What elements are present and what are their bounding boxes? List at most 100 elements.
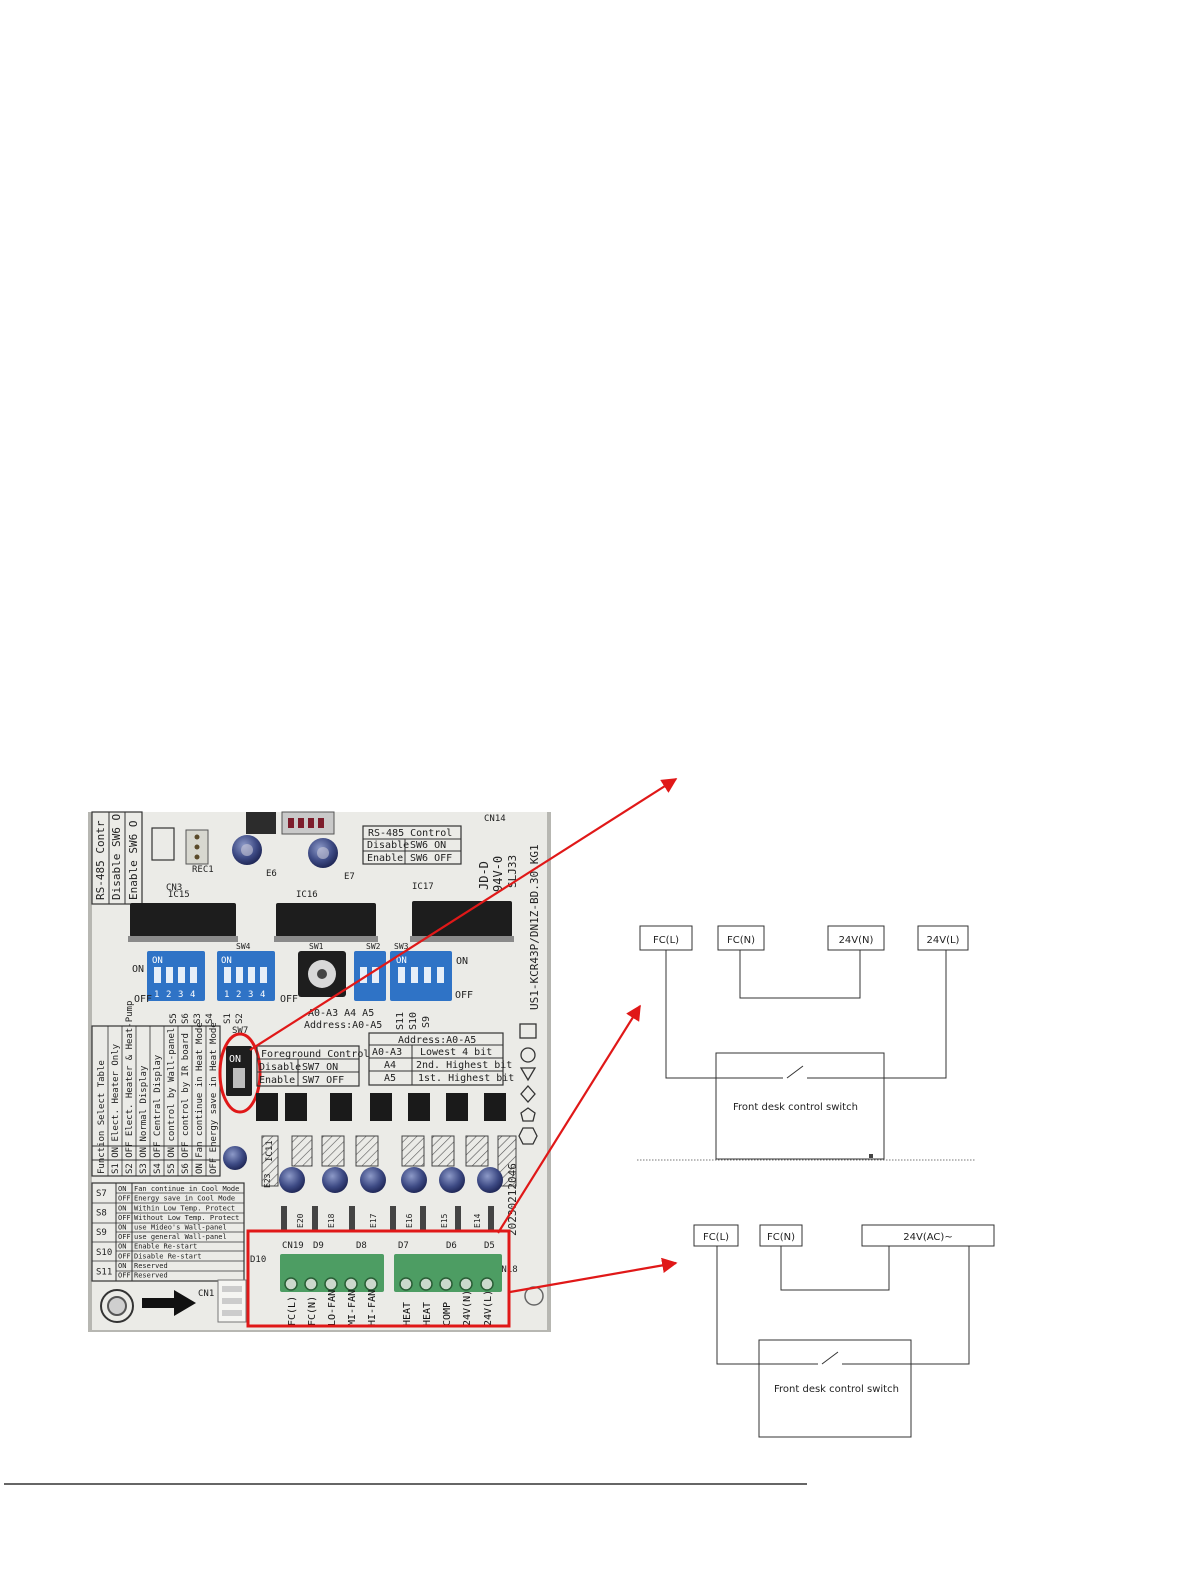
- terminal-fc-n: FC(N): [759, 1224, 803, 1247]
- sw7-switch: ON: [218, 1032, 262, 1114]
- cn18-label: CN18: [496, 1265, 518, 1275]
- svg-text:4: 4: [190, 990, 195, 1000]
- dip-switch-sw2: SW2: [354, 942, 386, 1001]
- terminal-label: COMP: [442, 1302, 453, 1326]
- mounting-hole: [100, 1289, 134, 1323]
- svg-text:SW1: SW1: [309, 942, 324, 951]
- rs485-control-table: CN14 RS-485 Control Disable SW6 ON Enabl…: [362, 814, 506, 865]
- control-switch-box: [715, 1052, 885, 1160]
- e-label: E20: [296, 1213, 305, 1228]
- board-id: US1-KCR43P/DN1Z-BD.30.KG1: [528, 844, 541, 1010]
- off-label-right: OFF: [455, 990, 473, 1001]
- wire-fcn-24vac: [780, 1246, 890, 1291]
- terminal-fc-n: FC(N): [717, 925, 765, 951]
- terminal-24v-l: 24V(L): [917, 925, 969, 951]
- rs485-side-title: RS-485 Contr: [94, 820, 107, 900]
- function-vert-row: S3 ON Normal Display: [139, 1065, 149, 1174]
- rating-mark: 94V-0: [491, 856, 505, 892]
- on-label-right: ON: [456, 956, 468, 967]
- terminal-label: 24V(L): [483, 1290, 494, 1326]
- sw7-highlight-circle: [218, 1032, 262, 1114]
- function-row-desc: Reserved: [134, 1262, 168, 1270]
- function-row-desc: Enable Re-start: [134, 1243, 197, 1251]
- terminal-24v-n: 24V(N): [827, 925, 885, 951]
- svg-text:24V(N): 24V(N): [839, 935, 874, 946]
- svg-text:SW4: SW4: [236, 942, 251, 951]
- fg-sw7-on: SW7 ON: [302, 1062, 338, 1073]
- switch-blade: [821, 1351, 839, 1365]
- switch-label: Front desk control switch: [733, 1102, 858, 1113]
- wire-switch-24vac: [842, 1246, 970, 1365]
- address-table: Address:A0-A5 A0-A3 Lowest 4 bit A4 2nd.…: [368, 1032, 514, 1086]
- foreground-control-table: Foreground Control Disable SW7 ON Enable…: [256, 1045, 369, 1087]
- function-row-desc: Reserved: [134, 1272, 168, 1280]
- maker-mark: JD-D: [477, 861, 491, 890]
- ic11-label: IC11: [265, 1140, 275, 1162]
- cn19-label: CN19: [282, 1241, 304, 1251]
- function-vert-row: S6 OFF control by IR board: [181, 1033, 191, 1174]
- control-switch-box: [758, 1339, 912, 1438]
- function-title: Function Select Table: [97, 1060, 107, 1174]
- s-left-label: S4: [205, 1013, 215, 1024]
- terminal-label: FC(N): [307, 1296, 318, 1326]
- e-label: E18: [327, 1213, 336, 1228]
- address-label-2: Address:A0-A5: [304, 1020, 382, 1031]
- d8-label: D8: [356, 1241, 367, 1251]
- top-connector-black: [246, 812, 276, 834]
- sw7-label: SW7: [232, 1026, 248, 1036]
- ic15-chip: IC15: [128, 890, 238, 942]
- box-marker: [869, 1154, 873, 1158]
- svg-text:3: 3: [248, 990, 253, 1000]
- symbol-column: [518, 1023, 538, 1145]
- function-row-key: S11: [96, 1267, 112, 1277]
- e-label: E23: [263, 1173, 272, 1188]
- terminal-24vac: 24V(AC)~: [861, 1224, 995, 1247]
- rec1-label: REC1: [192, 865, 214, 875]
- e6-label: E6: [266, 869, 277, 879]
- capacitor-e7: E7: [308, 838, 355, 882]
- function-vert-row: S4 OFF Central Display: [153, 1054, 163, 1174]
- terminal-label: FC(L): [287, 1296, 298, 1326]
- s-left-label: S5: [169, 1013, 179, 1024]
- dip-switch-sw3: SW3 ON: [390, 942, 452, 1001]
- terminal-label: HI-FAN: [367, 1290, 378, 1326]
- svg-text:FC(N): FC(N): [727, 935, 755, 946]
- svg-text:SW2: SW2: [366, 942, 381, 951]
- s-left-label: S3: [193, 1013, 203, 1024]
- svg-text:ON: ON: [152, 956, 163, 966]
- arrow-terminals-to-diagram1: [497, 1004, 641, 1234]
- address-row-key: A4: [384, 1060, 396, 1071]
- function-row-key: S10: [96, 1248, 112, 1258]
- on-label-left: ON: [132, 964, 144, 975]
- fg-enable: Enable: [259, 1075, 295, 1086]
- svg-text:FC(L): FC(L): [703, 1232, 729, 1243]
- pcb-photo: RS-485 Contr Disable SW6 O Enable SW6 O …: [88, 811, 551, 1332]
- svg-text:2: 2: [166, 990, 171, 1000]
- arrow-terminals-to-diagram2: [509, 1257, 678, 1294]
- terminal-block-left: [280, 1254, 384, 1292]
- cn1-label: CN1: [198, 1289, 214, 1299]
- function-row-key: S8: [96, 1209, 107, 1219]
- hatched-blocks: [261, 1135, 517, 1187]
- rs485-sw6-off: SW6 OFF: [410, 853, 452, 864]
- cn3-label: CN3: [166, 883, 182, 893]
- svg-text:IC15: IC15: [168, 890, 190, 900]
- svg-text:4: 4: [260, 990, 265, 1000]
- dip-switch-sw4: SW4 ON 1 2 3 4: [217, 942, 275, 1001]
- svg-text:24V(AC)~: 24V(AC)~: [903, 1232, 952, 1243]
- dip-switch-sw5: ON 1 2 3 4: [147, 951, 205, 1001]
- wire-fcl-switch: [665, 950, 783, 1079]
- transistor-row: [256, 1093, 506, 1121]
- arrow-symbol: [142, 1290, 196, 1316]
- off-label-mid: OFF: [280, 994, 298, 1005]
- function-row-desc: Disable Re-start: [134, 1252, 201, 1260]
- rs485-enable: Enable: [367, 853, 403, 864]
- svg-text:FC(N): FC(N): [767, 1232, 795, 1243]
- s-left-label: S1: [223, 1013, 233, 1024]
- rs485-side-table: RS-485 Contr Disable SW6 O Enable SW6 O: [91, 811, 143, 905]
- terminal-fc-l: FC(L): [639, 925, 693, 951]
- e-label: E17: [369, 1213, 378, 1228]
- e-label: E15: [440, 1213, 449, 1228]
- s11-label: S11: [395, 1012, 406, 1030]
